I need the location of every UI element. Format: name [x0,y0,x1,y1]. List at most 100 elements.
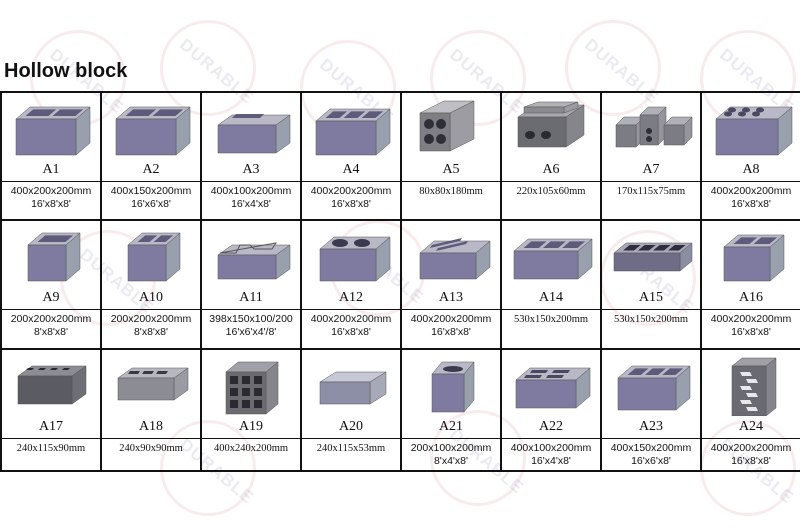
block-size-inch: 16'x8'x8' [731,455,771,467]
block-size-inch: 16'x6'x8' [131,198,171,210]
block-cell-a19: A19 400x240x200mm [202,350,302,472]
two-cavity-block-icon [115,106,191,156]
grid-hole-block-icon [225,361,279,415]
block-size-inch: 8'x4'x8' [433,455,469,467]
block-size-mm: 220x105x60mm [516,186,586,197]
solid-brick-icon [319,371,387,405]
channel-block-icon [419,238,491,280]
block-size-mm: 400x200x200mm [410,313,492,325]
block-size-mm: 240x115x53mm [316,443,386,454]
block-code: A6 [542,162,560,177]
block-size-mm: 400x200x200mm [310,313,392,325]
block-code: A2 [142,162,160,177]
block-size-mm: 530x150x200mm [513,314,589,325]
four-cavity-cube-icon [127,232,181,282]
dark-hollow-block-icon [517,101,585,148]
block-code: A3 [242,162,260,177]
block-code: A10 [138,290,164,305]
block-code: A19 [238,419,264,434]
block-dimensions: 530x150x200mm [502,309,600,326]
block-dimensions: 400x240x200mm [202,438,300,455]
small-block-group-icon [615,106,693,148]
block-cell-a5: A5 80x80x180mm [402,93,502,221]
block-code: A16 [738,290,764,305]
block-size-mm: 240x90x90mm [119,443,183,454]
block-size-mm: 200x200x200mm [10,313,92,325]
block-cell-a20: A20 240x115x53mm [302,350,402,472]
block-size-mm: 400x100x200mm [510,442,592,454]
block-dimensions: 220x105x60mm [502,181,600,198]
block-size-mm: 400x150x200mm [110,185,192,197]
block-code: A14 [538,290,564,305]
block-size-inch: 16'x4'x8' [231,198,271,210]
block-code: A24 [738,419,764,434]
block-size-mm: 80x80x180mm [419,186,483,197]
block-dimensions: 240x115x90mm [2,438,100,455]
block-code: A8 [742,162,760,177]
block-code: A9 [42,290,60,305]
long-cavity-block-icon [513,238,593,280]
block-code: A22 [538,419,564,434]
cube-block-icon [27,232,81,282]
page-title: Hollow block [4,60,128,82]
block-size-inch: 16'x8'x8' [31,198,71,210]
block-size-mm: 400x150x200mm [610,442,692,454]
block-code: A7 [642,162,660,177]
block-code: A20 [338,419,364,434]
slot-block-icon [217,114,291,154]
block-code: A23 [638,419,664,434]
block-size-mm: 200x200x200mm [110,313,192,325]
three-cavity-block-icon [315,108,391,156]
block-size-inch: 8'x8'x8' [133,326,169,338]
block-code: A17 [38,419,64,434]
block-code: A21 [438,419,464,434]
block-code: A12 [338,290,364,305]
block-size-inch: 16'x8'x8' [331,326,371,338]
block-size-mm: 240x115x90mm [16,443,86,454]
square-cavity-block-icon [723,234,785,282]
block-size-mm: 530x150x200mm [613,314,689,325]
block-size-mm: 400x240x200mm [213,443,289,454]
oval-hole-block-icon [431,361,475,413]
open-frame-block-icon [613,242,693,272]
round-hole-block-icon [319,236,391,282]
block-dimensions: 170x115x75mm [602,181,700,198]
block-size-inch: 16'x8'x8' [731,326,771,338]
block-size-inch: 16'x8'x8' [431,326,471,338]
block-size-mm: 200x100x200mm [410,442,492,454]
block-cell-a14: A14 530x150x200mm [502,221,602,350]
block-size-inch: 16'x6'x8' [631,455,671,467]
block-code: A5 [442,162,460,177]
block-dimensions: 530x150x200mm [602,309,700,326]
block-size-mm: 400x200x200mm [710,185,792,197]
tall-three-cavity-icon [617,365,691,411]
block-code: A1 [42,162,60,177]
block-code: A13 [438,290,464,305]
multi-slot-block-icon [515,367,591,409]
